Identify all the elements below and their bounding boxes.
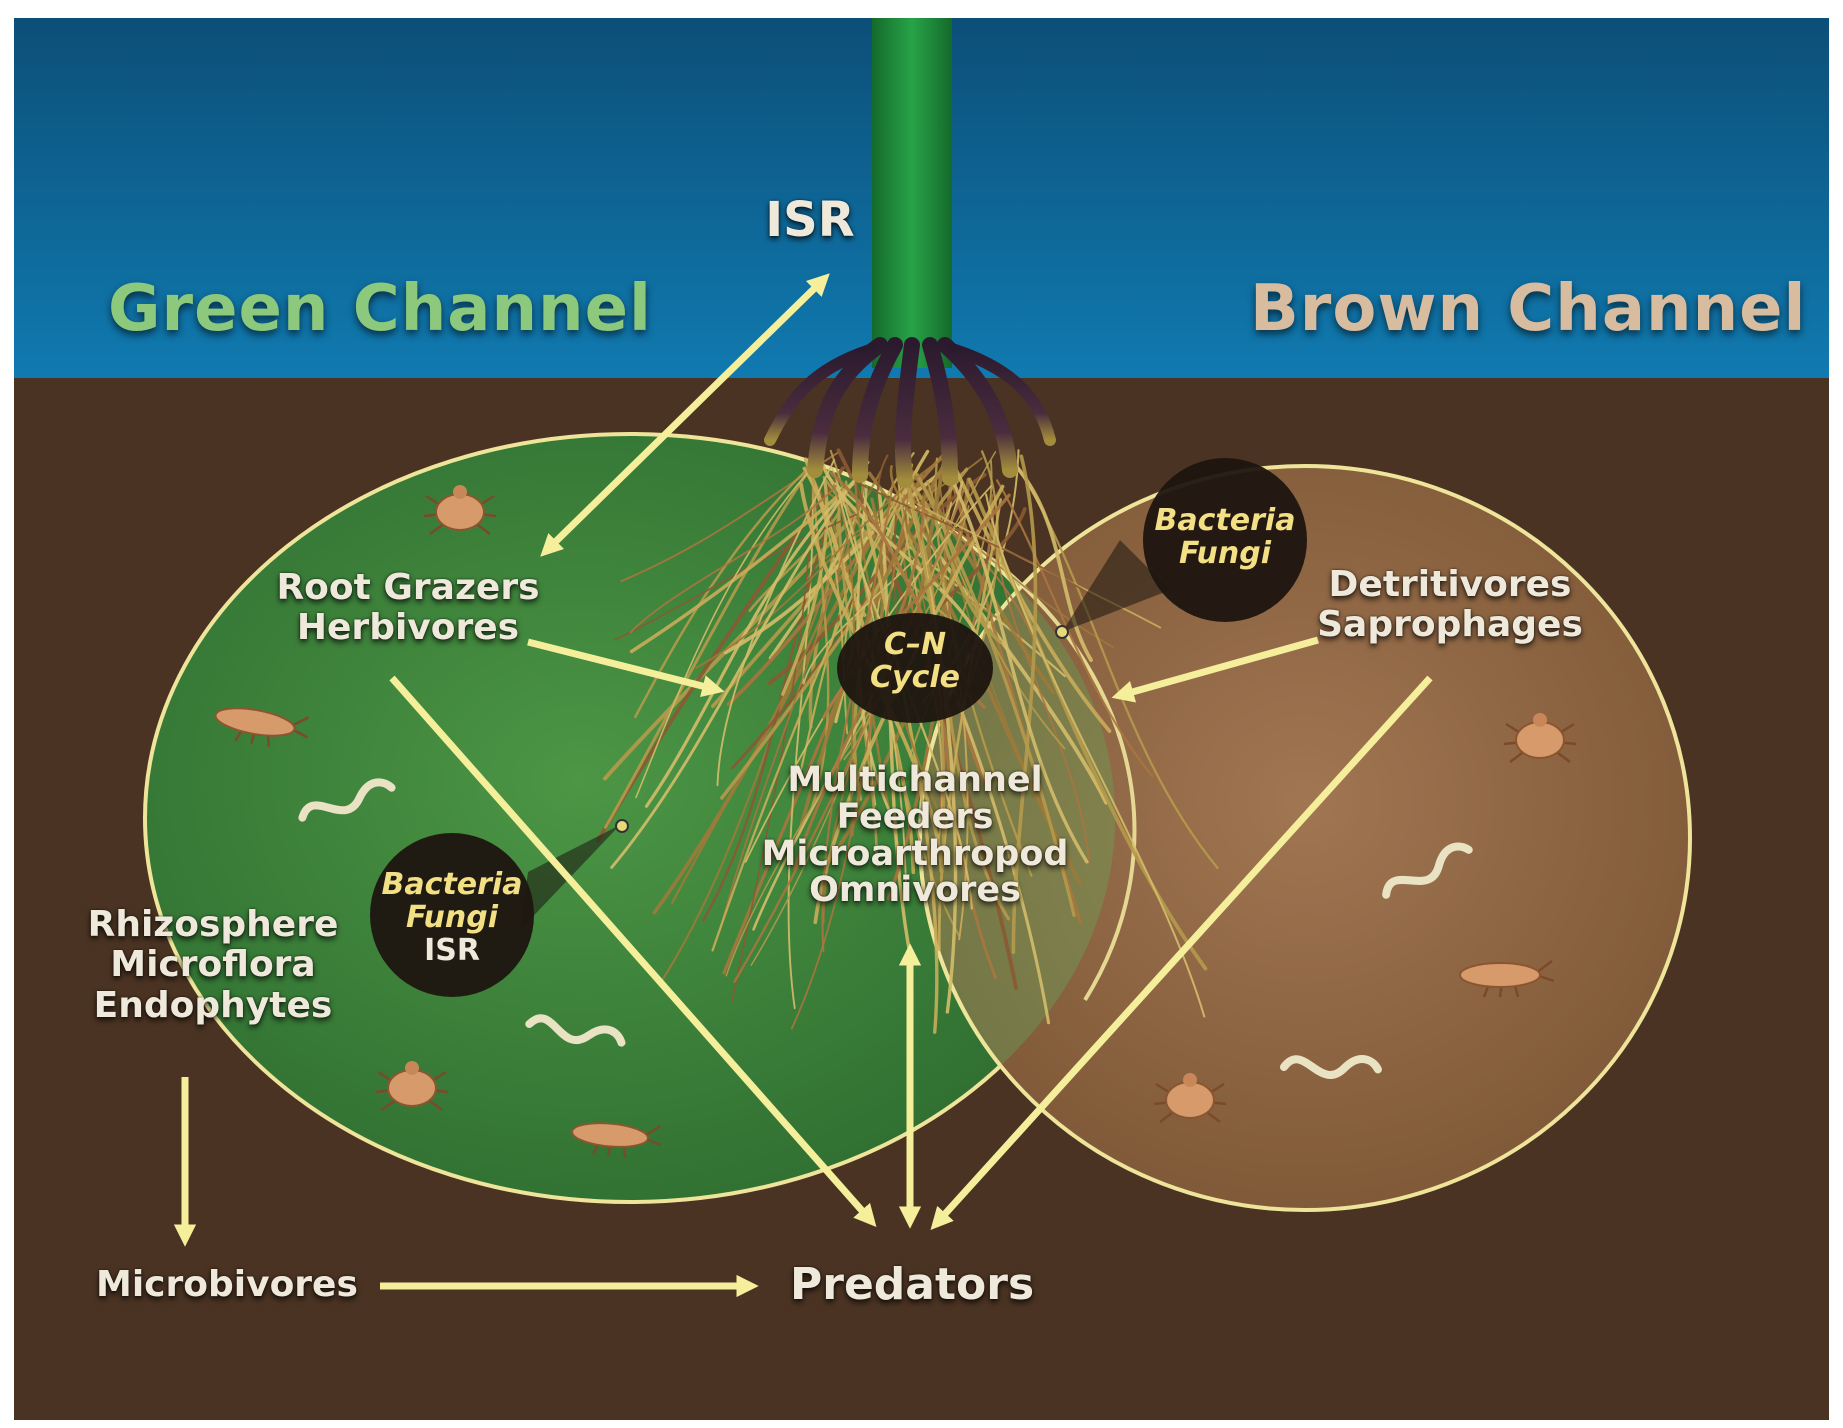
root-hair — [877, 490, 912, 957]
root-hair — [821, 481, 894, 952]
root-hair — [943, 462, 1089, 864]
springtail-icon — [571, 1122, 662, 1158]
predators-label: Predators — [790, 1259, 1035, 1310]
arrow-detritivores-to-predators — [930, 675, 1433, 1230]
root-hair — [967, 477, 1208, 971]
root-hair — [852, 479, 1108, 608]
mite-icon — [375, 1061, 449, 1111]
bacteria-fungi-blob — [1055, 458, 1307, 639]
nematode-icon — [525, 1014, 626, 1047]
soil-organisms — [214, 485, 1577, 1158]
nematode-icon — [1382, 842, 1473, 899]
arrow-root-grazers-to-predators — [389, 675, 877, 1228]
arrow-detritivores-to-roots — [1111, 636, 1319, 703]
root-hair — [629, 477, 859, 654]
root-hair — [610, 460, 870, 869]
nematode-icon — [1279, 1055, 1382, 1079]
nematode-icon — [298, 778, 396, 822]
green-channel-title: Green Channel — [108, 272, 652, 346]
root-hair — [821, 493, 1011, 719]
root-hair — [1011, 454, 1038, 955]
mite-icon — [1503, 713, 1577, 763]
springtail-icon — [214, 707, 310, 747]
root-hair — [826, 475, 1066, 678]
plant-stem — [872, 18, 952, 368]
mite-icon — [423, 485, 497, 535]
root-hair — [719, 506, 857, 932]
microbivores-label: Microbivores — [96, 1264, 358, 1305]
root-hair — [767, 472, 987, 686]
root-hair — [726, 454, 945, 707]
root-hair — [915, 473, 1076, 918]
root-system-icon — [596, 448, 1219, 1034]
root-hair — [985, 493, 1206, 1018]
brown-channel-title: Brown Channel — [1250, 272, 1807, 346]
arrow-isr-root-grazers — [540, 273, 830, 557]
mite-icon — [1153, 1073, 1227, 1123]
cn-cycle-blob — [837, 613, 993, 723]
arrow-root-grazers-to-roots — [527, 638, 725, 698]
isr-label: ISR — [765, 192, 855, 248]
arrows — [173, 273, 1433, 1298]
root-hair — [897, 491, 1038, 649]
springtail-icon — [1459, 960, 1555, 998]
